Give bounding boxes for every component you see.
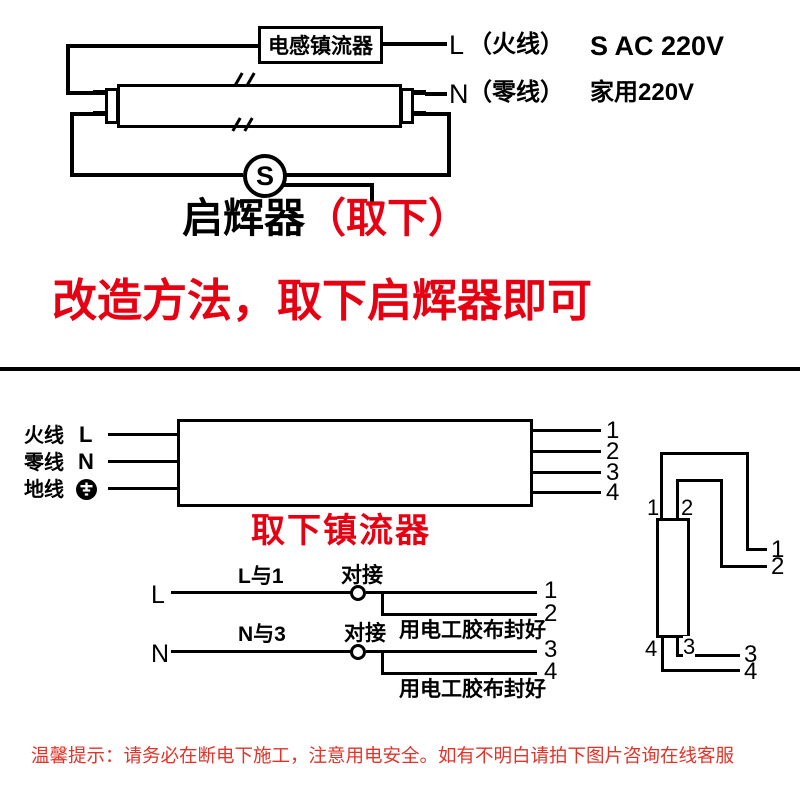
output-lead-wire <box>533 429 601 432</box>
output-pin-label: 4 <box>606 479 620 506</box>
tube-wire <box>676 479 679 518</box>
wiring-join-label: L与1 <box>238 565 284 588</box>
wiring-join-label: N与3 <box>238 623 286 646</box>
live-paren-label: （火线） <box>468 31 564 58</box>
tube-wire <box>661 669 740 672</box>
wire-segment <box>66 44 258 48</box>
headline: 改造方法，取下启辉器即可 <box>52 275 593 326</box>
input-lead-wire <box>108 460 177 463</box>
starter-circle: S <box>243 154 287 198</box>
wiring-pin-label: 1 <box>544 577 558 604</box>
wiring-line <box>171 650 351 653</box>
input-row-name: 零线 <box>24 452 64 474</box>
input-row-symbol: N <box>78 449 94 474</box>
neutral-feed-wire <box>425 92 447 96</box>
output-pin-label: 1 <box>606 417 620 444</box>
wire-segment <box>66 91 94 95</box>
output-lead-wire <box>533 450 601 453</box>
wire-segment <box>285 173 451 177</box>
tape-note: 用电工胶布封好 <box>399 619 546 642</box>
tube-wire-end-label: 1 <box>771 536 785 563</box>
starter-letter: S <box>255 160 274 191</box>
tube-wire <box>660 452 663 518</box>
tube-top-pin-label: 2 <box>681 495 694 520</box>
output-pin-label: 2 <box>606 438 620 465</box>
wiring-input-letter: N <box>151 640 170 668</box>
wire-segment <box>70 112 74 174</box>
output-lead-wire <box>533 471 601 474</box>
section-divider <box>0 367 800 371</box>
tube-end-cap-right <box>400 88 414 124</box>
input-row-symbol: L <box>79 422 93 447</box>
wiring-pin-label: 2 <box>544 600 558 627</box>
supply-voltage-line2: 家用220V <box>590 79 695 106</box>
wire-segment <box>70 112 96 116</box>
tube-bottom-pin-label: 4 <box>645 636 658 661</box>
wiring-pin-label: 4 <box>544 658 558 685</box>
wiring-line <box>366 591 537 594</box>
wiring-connector-label: 对接 <box>341 564 383 587</box>
starter-caption-black: 启辉器 <box>182 195 305 241</box>
footer-safety-tip: 温馨提示：请务必在断电下施工，注意用电安全。如有不明白请拍下图片咨询在线客服 <box>31 745 735 766</box>
wiring-connector-label: 对接 <box>344 622 386 645</box>
input-lead-wire <box>108 433 177 436</box>
led-tube-body <box>656 518 690 638</box>
tube-wire <box>661 638 664 672</box>
wire-segment <box>66 44 70 95</box>
wiring-input-letter: L <box>151 581 165 609</box>
wire-segment <box>425 112 451 116</box>
input-lead-wire <box>108 487 177 490</box>
output-lead-wire <box>533 491 601 494</box>
neutral-paren-label: （零线） <box>468 79 564 106</box>
butt-joint-circle <box>350 644 366 660</box>
starter-pointer-line <box>277 183 374 187</box>
tape-note: 用电工胶布封好 <box>399 678 546 701</box>
wire-segment <box>70 173 243 177</box>
wiring-pin-label: 3 <box>544 636 558 663</box>
tube-wire <box>746 548 767 551</box>
ballast-box: 电感镇流器 <box>258 26 383 64</box>
tube-pin <box>93 90 106 95</box>
tube-wire <box>676 638 679 657</box>
ground-icon <box>76 479 97 500</box>
starter-caption: 启辉器（取下） <box>182 198 469 239</box>
tube-wire-end-label: 4 <box>744 658 758 685</box>
output-pin-label: 3 <box>606 459 620 486</box>
tube-end-cap-left <box>105 88 119 124</box>
wiring-branch <box>381 591 384 616</box>
tube-pin <box>413 111 426 116</box>
fluorescent-tube-body <box>117 84 402 128</box>
tube-pin <box>93 111 106 116</box>
tube-wire <box>720 565 767 568</box>
ballast-unit-box <box>177 419 533 507</box>
wiring-line <box>381 672 537 675</box>
tube-pin <box>413 90 426 95</box>
ballast-label: 电感镇流器 <box>268 35 373 58</box>
wiring-line <box>366 650 537 653</box>
starter-pointer-line <box>370 183 374 205</box>
tube-wire <box>660 452 749 455</box>
starter-caption-red: （取下） <box>305 195 469 241</box>
input-row-name: 火线 <box>24 425 64 447</box>
input-row-name: 地线 <box>24 479 64 501</box>
wiring-line <box>171 591 351 594</box>
tube-wire <box>676 654 740 657</box>
wiring-line <box>381 613 537 616</box>
wire-segment <box>447 112 451 177</box>
tube-bottom-pin-label: 3 <box>683 634 696 659</box>
butt-joint-circle <box>350 585 366 601</box>
tube-top-pin-label: 1 <box>647 495 660 520</box>
supply-voltage-line1: S AC 220V <box>590 31 725 61</box>
wiring-branch <box>381 650 384 675</box>
live-feed-wire <box>383 42 447 46</box>
live-letter: L <box>449 30 465 60</box>
tube-wire <box>676 479 723 482</box>
middle-caption: 取下镇流器 <box>251 512 431 550</box>
neutral-letter: N <box>449 79 469 109</box>
tube-wire-end-label: 2 <box>771 553 785 580</box>
tube-wire-end-label: 3 <box>744 641 758 668</box>
tube-wire <box>746 452 749 551</box>
tube-wire <box>720 479 723 568</box>
